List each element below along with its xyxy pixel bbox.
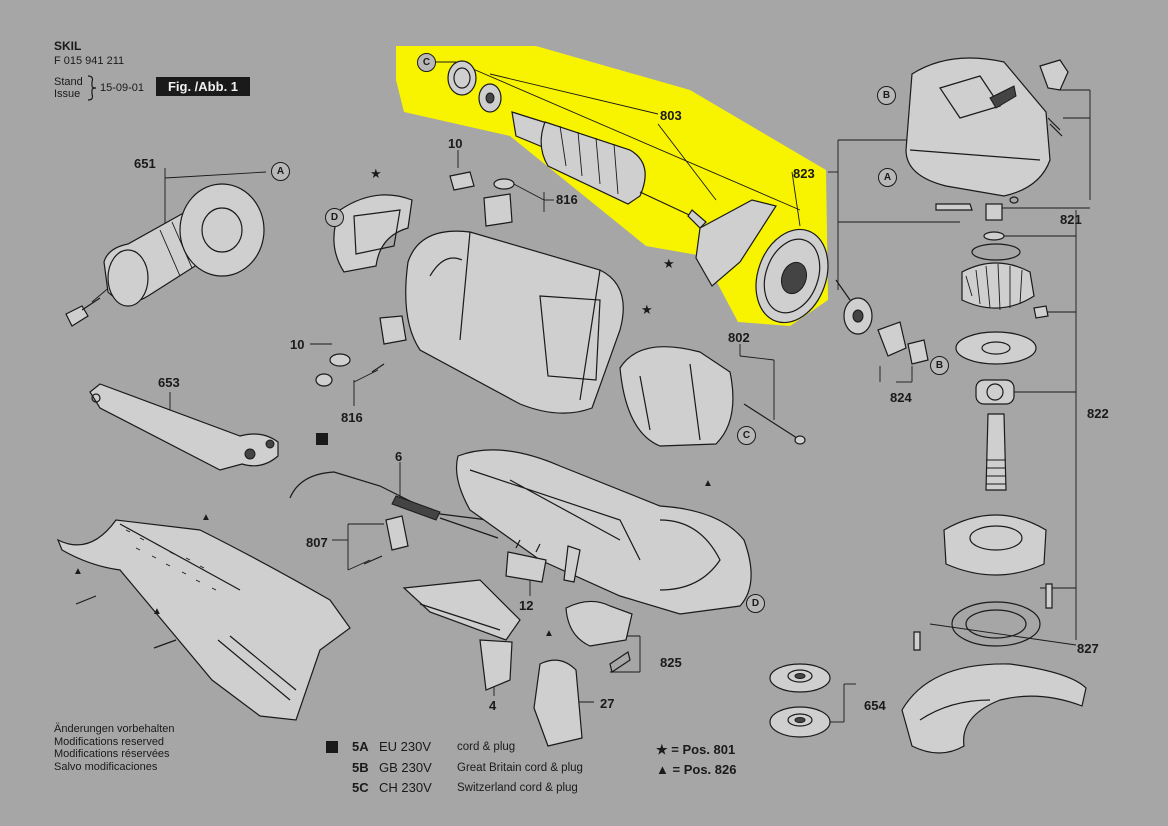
callout-circle: A bbox=[878, 168, 897, 187]
part-label: 821 bbox=[1060, 212, 1082, 227]
black-square-icon bbox=[326, 741, 338, 754]
note-line: Änderungen vorbehalten bbox=[54, 723, 175, 735]
wheel-guard bbox=[901, 663, 1087, 754]
spindle-stack bbox=[913, 231, 1053, 651]
black-square-marker bbox=[316, 433, 328, 445]
legend-voltage: CH 230V bbox=[379, 780, 432, 795]
part-label: 4 bbox=[489, 698, 497, 713]
power-cord bbox=[289, 471, 499, 539]
stator bbox=[619, 346, 806, 447]
legend-row: 5A EU 230V cord & plug bbox=[326, 737, 583, 758]
position-text: = Pos. 826 bbox=[672, 762, 737, 777]
triangle-marker: ▲ bbox=[73, 566, 83, 577]
callout-circle: B bbox=[877, 86, 896, 105]
part-label: 12 bbox=[519, 598, 534, 613]
stand-label: Stand bbox=[54, 76, 83, 88]
part-label: 824 bbox=[890, 390, 912, 405]
star-marker: ★ bbox=[663, 256, 675, 271]
triangle-marker: ▲ bbox=[544, 628, 554, 639]
triangle-marker: ▲ bbox=[703, 478, 713, 489]
part-label: 6 bbox=[395, 449, 403, 464]
switch-parts bbox=[402, 539, 633, 747]
part-label: 825 bbox=[660, 655, 682, 670]
legend-desc: cord & plug bbox=[457, 741, 516, 753]
legend-code: 5B bbox=[352, 759, 369, 775]
position-text: = Pos. 801 bbox=[671, 742, 736, 757]
note-line: Modifications reserved bbox=[54, 735, 165, 748]
cord-legend: 5A EU 230V cord & plug 5B GB 230V Great … bbox=[326, 737, 583, 799]
part-label: 827 bbox=[1077, 641, 1099, 656]
part-label: 654 bbox=[864, 698, 886, 713]
part-label: 816 bbox=[341, 410, 363, 425]
part-label: 807 bbox=[306, 535, 328, 550]
flanges bbox=[769, 663, 831, 738]
legend-voltage: GB 230V bbox=[379, 759, 432, 775]
part-label: 802 bbox=[728, 330, 750, 345]
legend-code: 5A bbox=[352, 739, 369, 754]
modification-notes: Änderungen vorbehalten Modifications res… bbox=[54, 723, 174, 773]
part-number: F 015 941 211 bbox=[54, 55, 125, 67]
callout-circle: B bbox=[930, 356, 949, 375]
part-label: 823 bbox=[793, 166, 815, 181]
callout-circle: C bbox=[737, 426, 756, 445]
part-label: 822 bbox=[1087, 406, 1109, 421]
figure-label: Fig. /Abb. 1 bbox=[156, 77, 250, 96]
part-label: 651 bbox=[134, 156, 156, 171]
issue-label: Issue bbox=[54, 88, 81, 100]
issue-date: 15-09-01 bbox=[100, 82, 145, 94]
star-icon: ★ bbox=[656, 742, 668, 757]
side-handle bbox=[65, 183, 265, 327]
brand-name: SKIL bbox=[54, 39, 82, 53]
legend-desc: Great Britain cord & plug bbox=[457, 761, 583, 774]
spanner-wrench bbox=[89, 383, 279, 471]
part-label: 27 bbox=[600, 696, 615, 711]
part-label: 653 bbox=[158, 375, 180, 390]
callout-circle: A bbox=[271, 162, 290, 181]
part-label: 10 bbox=[290, 337, 305, 352]
callout-circle: C bbox=[417, 53, 436, 72]
part-label: 10 bbox=[448, 136, 463, 151]
star-marker: ★ bbox=[641, 302, 653, 317]
callout-circle: D bbox=[746, 594, 765, 613]
main-handle-housing bbox=[455, 449, 752, 615]
rear-handle bbox=[56, 519, 351, 721]
part-label: 803 bbox=[660, 108, 682, 123]
triangle-marker: ▲ bbox=[201, 512, 211, 523]
note-line: Modifications réservées bbox=[54, 748, 170, 760]
cord-clamp bbox=[363, 515, 409, 565]
position-key: ★ = Pos. 801 ▲ = Pos. 826 bbox=[656, 740, 736, 780]
legend-code: 5C bbox=[352, 780, 369, 795]
pinion-parts bbox=[835, 279, 929, 365]
gear-housing bbox=[905, 57, 1069, 221]
legend-row: 5C CH 230V Switzerland cord & plug bbox=[326, 778, 583, 799]
header-brace bbox=[87, 75, 97, 101]
callout-circle: D bbox=[325, 208, 344, 227]
legend-row: 5B GB 230V Great Britain cord & plug bbox=[326, 758, 583, 779]
legend-desc: Switzerland cord & plug bbox=[457, 782, 578, 794]
triangle-icon: ▲ bbox=[656, 762, 669, 777]
note-line: Salvo modificaciones bbox=[54, 760, 158, 773]
part-label: 816 bbox=[556, 192, 578, 207]
star-marker: ★ bbox=[370, 166, 382, 181]
position-row: ▲ = Pos. 826 bbox=[656, 760, 736, 780]
armature-group bbox=[447, 60, 829, 324]
triangle-marker: ▲ bbox=[152, 606, 162, 617]
legend-voltage: EU 230V bbox=[379, 739, 432, 754]
motor-housing bbox=[315, 171, 624, 414]
position-row: ★ = Pos. 801 bbox=[656, 740, 736, 760]
